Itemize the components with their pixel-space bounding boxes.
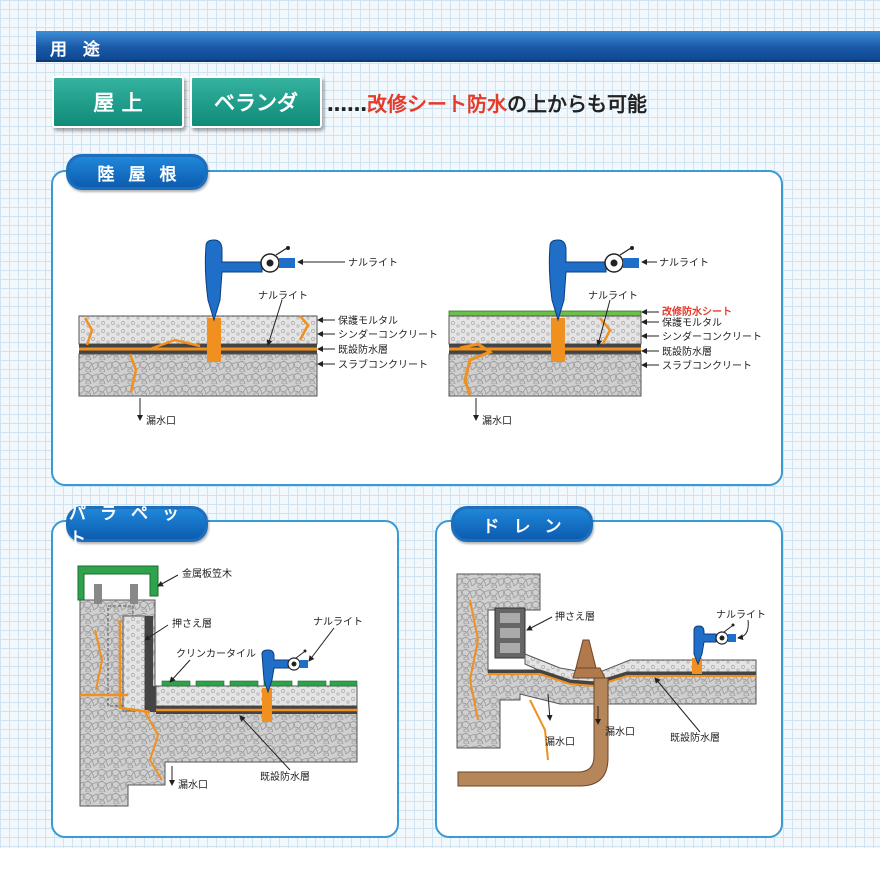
label-existing-wp-a: 既設防水層 [338,343,388,356]
label-hogo-mortar-a: 保護モルタル [338,314,398,327]
tag-veranda: ベランダ [190,76,322,128]
pill-drain: ドレン [451,506,593,542]
section-title: 用 途 [50,40,105,60]
label-leak-b: 漏水口 [482,415,512,427]
pill-drain-label: ドレン [482,516,576,537]
drain-diagram: 押さえ層 ナルライト 漏水口 漏水口 既設防水層 [456,573,766,787]
label-existing-wp-c: 既設防水層 [260,770,310,783]
label-naruraito-f: ナルライト [716,609,766,621]
label-leak-c: 漏水口 [178,779,208,791]
flat-roof-diagram-right: ナルライト ナルライト 改修防水シート 保護モルタル シンダーコンクリート 既設… [448,239,762,427]
label-naruraito-a: ナルライト [348,257,398,269]
tagline: ……改修シート防水の上からも可能 [327,88,647,117]
label-leak-e: 漏水口 [605,726,635,738]
label-clinker-tile: クリンカータイル [176,648,256,660]
tagline-suffix: の上からも可能 [507,92,647,116]
label-press-layer-b: 押さえ層 [555,610,595,623]
pill-flat-roof: 陸屋根 [66,154,208,190]
label-leak-a: 漏水口 [146,415,176,427]
tag-veranda-label: ベランダ [214,91,298,115]
page-bottom [0,848,880,880]
pill-parapet: パラペット [66,504,208,549]
tagline-highlight: 改修シート防水 [367,92,507,116]
label-slab-a: スラブコンクリート [338,358,428,371]
label-existing-wp-d: 既設防水層 [670,731,720,744]
label-slab-b: スラブコンクリート [662,359,752,372]
label-cinder-a: シンダーコンクリート [338,328,438,341]
label-existing-wp-b: 既設防水層 [662,345,712,358]
tag-rooftop: 屋 上 [52,76,184,128]
label-leak-d: 漏水口 [545,736,575,748]
pill-parapet-label: パラペット [69,504,193,549]
parapet-diagram: 金属板笠木 押さえ層 クリンカータイル ナルライト 既設防水層 漏水口 [77,565,363,807]
tag-rooftop-label: 屋 上 [93,91,143,115]
label-hogo-mortar-b: 保護モルタル [662,316,722,329]
label-naruraito-b: ナルライト [258,290,308,302]
flat-roof-diagram-left: ナルライト ナルライト 保護モルタル シンダーコンクリート 既設防水層 スラブコ… [78,239,438,427]
section-header-bar [36,31,880,62]
label-naruraito-c: ナルライト [659,257,709,269]
label-renovation-sheet: 改修防水シート [662,305,732,318]
label-naruraito-d: ナルライト [588,290,638,302]
tagline-prefix: …… [327,92,367,116]
label-naruraito-e: ナルライト [313,616,363,628]
pill-flat-roof-label: 陸屋根 [97,164,191,185]
label-metal-coping: 金属板笠木 [182,567,232,580]
label-press-layer-a: 押さえ層 [172,617,212,630]
label-cinder-b: シンダーコンクリート [662,330,762,343]
